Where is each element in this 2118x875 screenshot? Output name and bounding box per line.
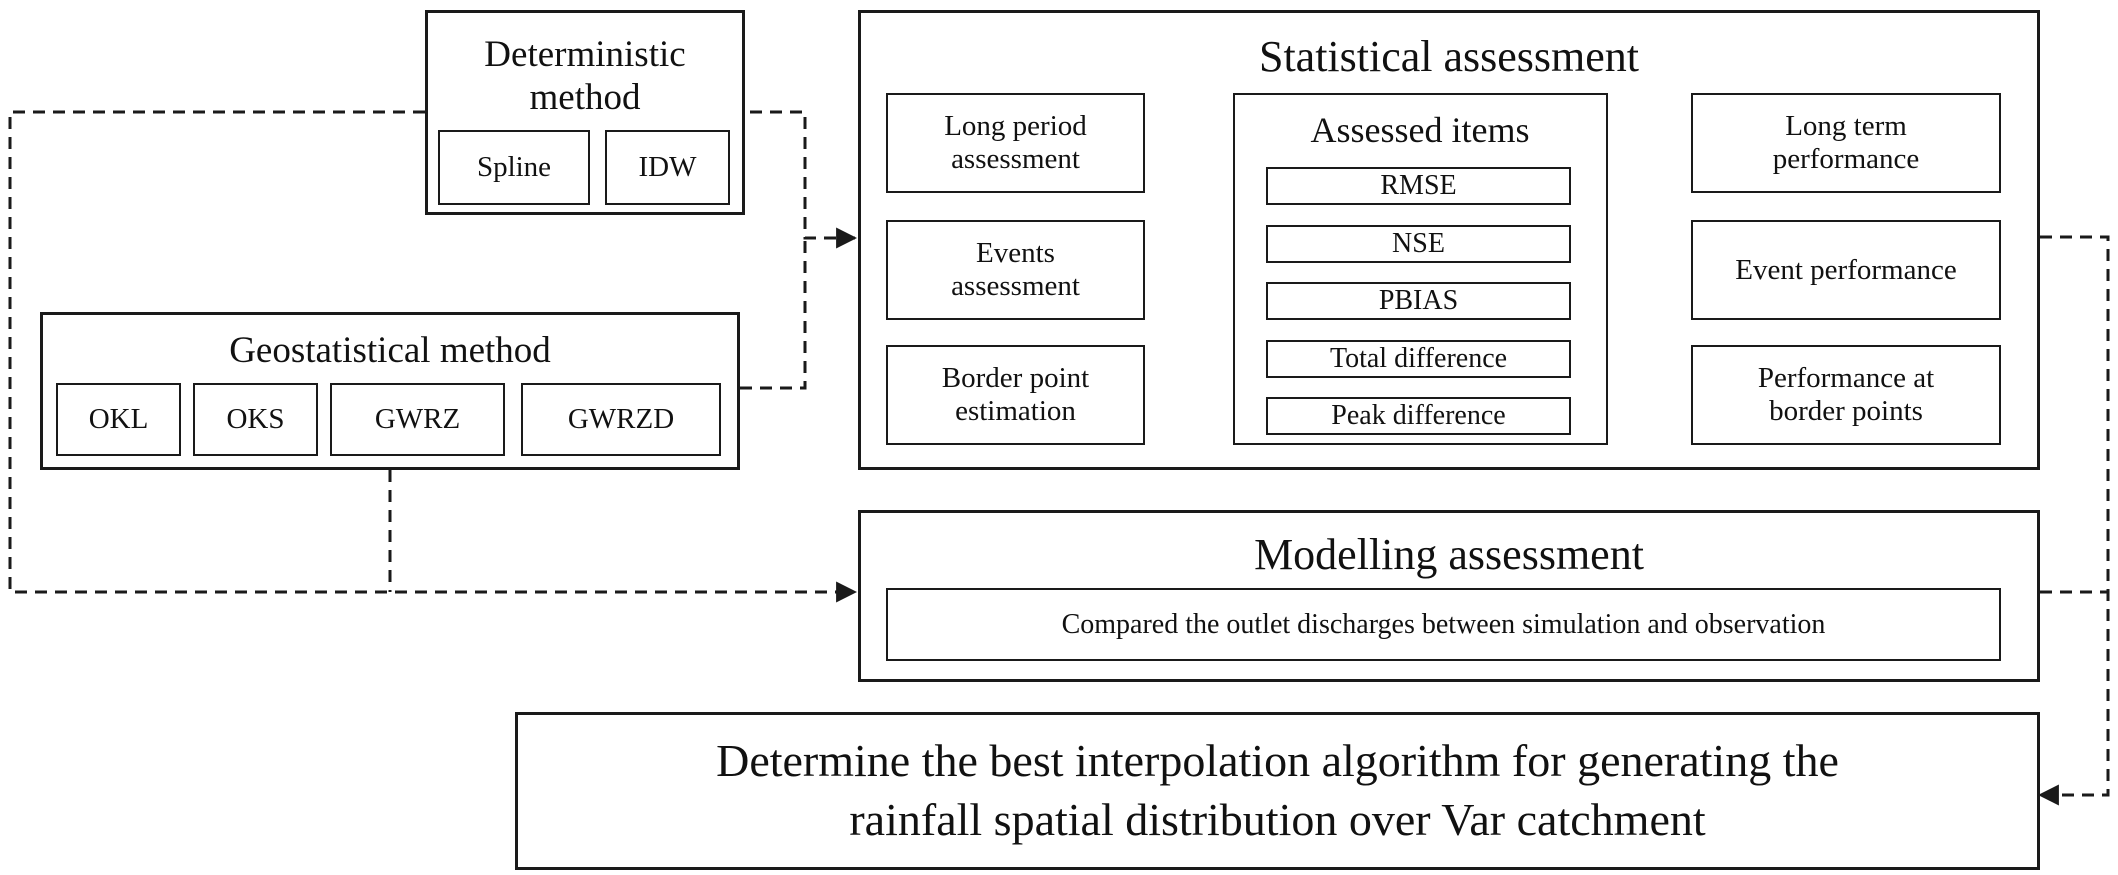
modelling-description-box: Compared the outlet discharges between s… xyxy=(886,588,2001,661)
gwrzd-label: GWRZD xyxy=(567,403,675,435)
link-geostatistical-to-statistical xyxy=(740,238,807,390)
spline-label: Spline xyxy=(476,151,552,183)
peak-difference-item: Peak difference xyxy=(1266,397,1571,435)
geostatistical-title: Geostatistical method xyxy=(229,330,551,371)
long-period-label-line2: assessment xyxy=(951,143,1080,175)
border-perf-label-line2: border points xyxy=(1769,395,1923,427)
long-period-assessment-box: Long period assessment xyxy=(886,93,1145,193)
modelling-title: Modelling assessment xyxy=(1254,530,1644,579)
assessed-items-box: Assessed items RMSE NSE PBIAS Total diff… xyxy=(1233,93,1608,445)
result-line2: rainfall spatial distribution over Var c… xyxy=(849,794,1706,845)
deterministic-title-line2: method xyxy=(529,77,641,118)
long-term-label-line2: performance xyxy=(1772,143,1920,175)
deterministic-title-line1: Deterministic xyxy=(484,34,686,75)
oks-label: OKS xyxy=(226,403,285,435)
oks-box: OKS xyxy=(193,383,318,456)
gwrz-box: GWRZ xyxy=(330,383,505,456)
okl-label: OKL xyxy=(88,403,149,435)
statistical-title: Statistical assessment xyxy=(1258,32,1640,81)
modelling-description: Compared the outlet discharges between s… xyxy=(1061,608,1826,640)
border-point-estimation-box: Border point estimation xyxy=(886,345,1145,445)
idw-label: IDW xyxy=(638,151,697,183)
link-statistical-to-result xyxy=(2037,235,2110,806)
long-period-label-line1: Long period xyxy=(944,110,1087,142)
long-term-performance-box: Long term performance xyxy=(1691,93,2001,193)
gwrz-label: GWRZ xyxy=(374,403,461,435)
geostatistical-method-box: Geostatistical method OKL OKS GWRZ GWRZD xyxy=(40,312,740,470)
long-term-label-line1: Long term xyxy=(1785,110,1907,142)
border-points-performance-box: Performance at border points xyxy=(1691,345,2001,445)
pbias-label: PBIAS xyxy=(1378,285,1459,316)
result-box: Determine the best interpolation algorit… xyxy=(515,712,2040,870)
events-label-line2: assessment xyxy=(951,270,1080,302)
spline-box: Spline xyxy=(438,130,590,205)
result-line1: Determine the best interpolation algorit… xyxy=(716,735,1839,787)
statistical-assessment-box: Statistical assessment Long period asses… xyxy=(858,10,2040,470)
border-point-label-line2: estimation xyxy=(955,395,1076,427)
events-label-line1: Events xyxy=(976,237,1055,269)
assessed-items-title: Assessed items xyxy=(1310,110,1530,150)
peak-difference-label: Peak difference xyxy=(1331,400,1506,431)
modelling-assessment-box: Modelling assessment Compared the outlet… xyxy=(858,510,2040,682)
okl-box: OKL xyxy=(56,383,181,456)
total-difference-item: Total difference xyxy=(1266,340,1571,378)
border-perf-label-line1: Performance at xyxy=(1757,362,1935,394)
nse-item: NSE xyxy=(1266,225,1571,263)
rmse-label: RMSE xyxy=(1380,170,1457,201)
idw-box: IDW xyxy=(605,130,730,205)
deterministic-method-box: Deterministic method Spline IDW xyxy=(425,10,745,215)
gwrzd-box: GWRZD xyxy=(521,383,721,456)
rmse-item: RMSE xyxy=(1266,167,1571,205)
pbias-item: PBIAS xyxy=(1266,282,1571,320)
event-performance-label: Event performance xyxy=(1735,253,1957,286)
border-point-label-line1: Border point xyxy=(941,362,1090,394)
link-deterministic-to-modelling xyxy=(8,110,858,603)
nse-label: NSE xyxy=(1392,228,1445,259)
events-assessment-box: Events assessment xyxy=(886,220,1145,320)
event-performance-box: Event performance xyxy=(1691,220,2001,320)
total-difference-label: Total difference xyxy=(1329,343,1508,374)
